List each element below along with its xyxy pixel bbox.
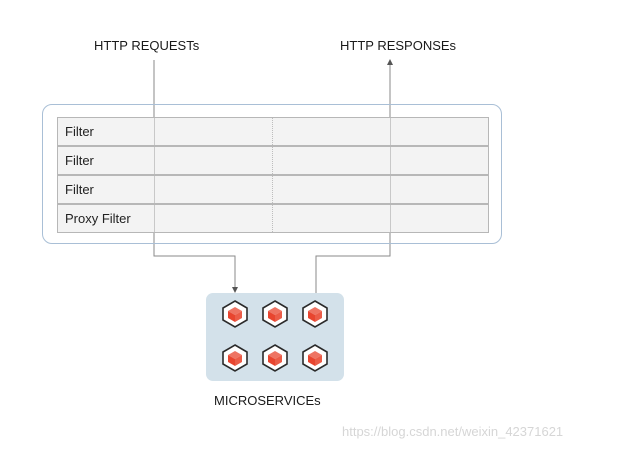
filter-chain-frame xyxy=(42,104,502,244)
proxy-filter-row: Proxy Filter xyxy=(57,204,489,233)
filter-row: Filter xyxy=(57,146,489,175)
filter-row: Filter xyxy=(57,117,489,146)
filter-row: Filter xyxy=(57,175,489,204)
filter-label: Filter xyxy=(65,124,94,139)
watermark: https://blog.csdn.net/weixin_42371621 xyxy=(342,424,564,439)
cube-icon xyxy=(262,344,288,372)
filter-label: Filter xyxy=(65,153,94,168)
cube-icon xyxy=(302,300,328,328)
proxy-filter-label: Proxy Filter xyxy=(65,211,131,226)
cube-icon xyxy=(262,300,288,328)
microservices-label: MICROSERVICEs xyxy=(214,393,321,408)
cube-icon xyxy=(222,300,248,328)
http-requests-label: HTTP REQUESTs xyxy=(94,38,200,53)
http-responses-label: HTTP RESPONSEs xyxy=(340,38,457,53)
filter-label: Filter xyxy=(65,182,94,197)
cube-icon xyxy=(302,344,328,372)
cube-icon xyxy=(222,344,248,372)
